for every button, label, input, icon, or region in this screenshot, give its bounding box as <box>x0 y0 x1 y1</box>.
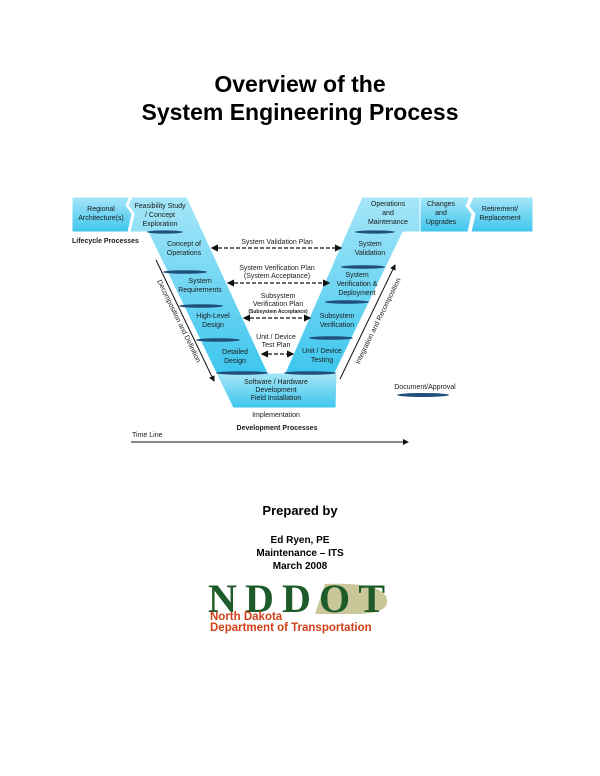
changes-label-2: and <box>435 210 447 217</box>
retirement-box <box>468 196 534 233</box>
operations-label: Operations <box>371 201 406 208</box>
decomposition-arrow <box>155 259 215 382</box>
high-level-label-2: Design <box>202 322 224 329</box>
detailed-label: Detailed <box>222 349 248 356</box>
date: March 2008 <box>272 561 328 572</box>
detailed-label-2: Design <box>224 358 246 365</box>
changes-label-3: Upgrades <box>426 219 457 226</box>
retirement-label: Retirement/ <box>482 206 518 213</box>
subsystem-plan-label: Subsystem <box>261 293 296 300</box>
logo-line-2: Department of Transportation <box>210 622 372 634</box>
software-label-2: Development <box>255 387 296 394</box>
verification-plan-label: System Verification Plan <box>239 265 315 272</box>
validation-label: System <box>358 241 382 248</box>
changes-label: Changes <box>427 201 456 208</box>
logo-line-1: North Dakota <box>210 611 283 623</box>
prepared-by-heading: Prepared by <box>262 503 338 518</box>
feasibility-label-3: Exploration <box>142 221 177 228</box>
validation-plan-label: System Validation Plan <box>241 239 313 246</box>
operations-label-3: Maintenance <box>368 219 408 226</box>
requirements-label: System <box>188 278 212 285</box>
title-line-1: Overview of the <box>214 71 386 97</box>
department: Maintenance – ITS <box>256 548 344 559</box>
regional-label: Regional <box>87 206 115 213</box>
unit-testing-label: Unit / Device <box>302 348 342 355</box>
software-label-3: Field Installation <box>251 395 302 402</box>
software-label: Software / Hardware <box>244 379 308 386</box>
development-processes-label: Development Processes <box>237 425 318 432</box>
verification-label: System <box>345 272 369 279</box>
concept-label-2: Operations <box>167 250 202 257</box>
subsystem-plan-label-2: Verification Plan <box>253 301 303 308</box>
title-line-2: System Engineering Process <box>141 99 459 125</box>
verification-label-2: Verification & <box>337 281 378 288</box>
validation-label-2: Validation <box>355 250 385 257</box>
feasibility-label: Feasibility Study <box>135 203 186 210</box>
v-diagram: Regional Architecture(s) Feasibility Stu… <box>71 196 534 445</box>
changes-box <box>419 196 473 233</box>
subsystem-plan-label-3: (Subsystem Acceptance) <box>248 309 308 315</box>
lifecycle-processes-label: Lifecycle Processes <box>72 238 139 245</box>
subsystem-verif-label: Subsystem <box>320 313 355 320</box>
feasibility-label-2: / Concept <box>145 212 175 219</box>
concept-label: Concept of <box>167 241 201 248</box>
subsystem-verif-label-2: Verification <box>320 322 354 329</box>
regional-box <box>71 196 133 233</box>
high-level-label: High-Level <box>196 313 230 320</box>
legend-approval-mark <box>397 393 449 397</box>
unit-testing-label-2: Testing <box>311 357 333 364</box>
unit-plan-label: Unit / Device <box>256 334 296 341</box>
operations-label-2: and <box>382 210 394 217</box>
unit-plan-label-2: Test Plan <box>262 342 291 349</box>
verification-label-3: Deployment <box>338 290 375 297</box>
retirement-label-2: Replacement <box>479 215 520 222</box>
verification-plan-label-2: (System Acceptance) <box>244 273 310 280</box>
implementation-label: Implementation <box>252 412 300 419</box>
author: Ed Ryen, PE <box>270 535 330 546</box>
nddot-logo-mark: NDDOT <box>208 578 388 618</box>
legend-label: Document/Approval <box>394 384 456 391</box>
plan-arrows <box>210 244 343 358</box>
timeline-label: Time Line <box>132 432 163 439</box>
requirements-label-2: Requirements <box>178 287 222 294</box>
approval-marks <box>147 230 449 397</box>
integration-arrow <box>339 264 396 380</box>
regional-label-2: Architecture(s) <box>78 215 124 222</box>
